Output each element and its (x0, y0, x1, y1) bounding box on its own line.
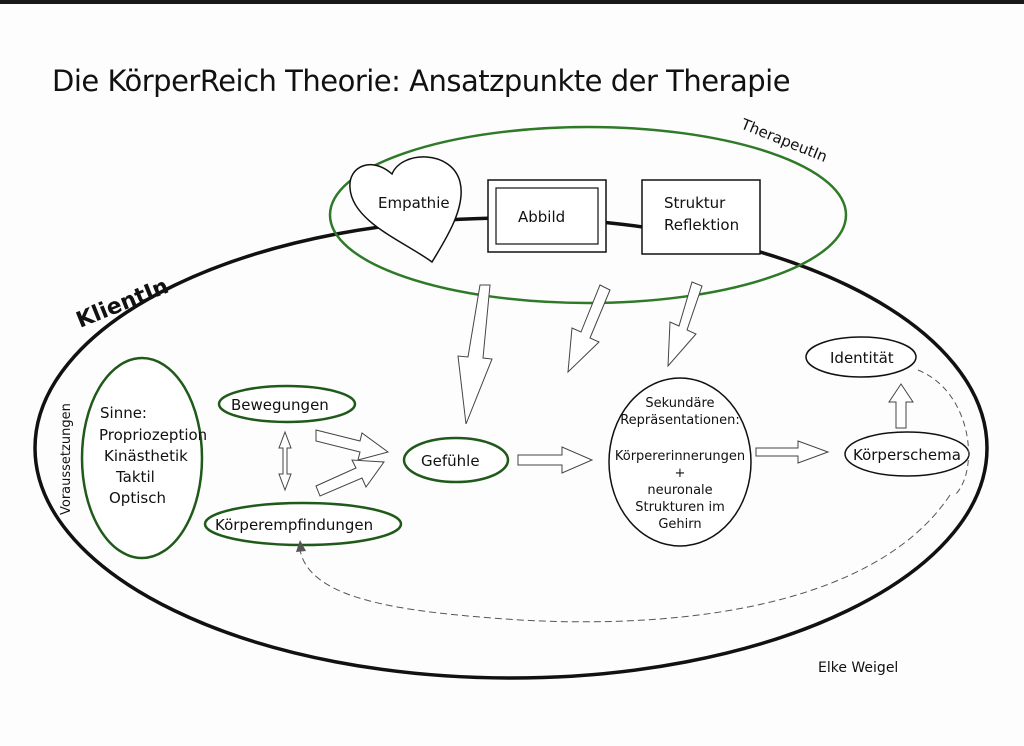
senses-list: Sinne: Propriozeption Kinästhetik Taktil… (99, 404, 207, 507)
arrow-gefuehle-secondary (517, 446, 594, 474)
prerequisites-label: Voraussetzungen (59, 403, 74, 515)
arrow-to-center (567, 284, 611, 374)
bewegungen-label: Bewegungen (231, 396, 329, 414)
abbild-box (487, 179, 607, 253)
arrows-into-gefuehle (315, 429, 390, 497)
secondary-line-2: Repräsentationen: (620, 413, 740, 428)
secondary-representations-node (608, 377, 752, 547)
secondary-line-7: Gehirn (658, 517, 701, 532)
gefuehle-node (402, 436, 510, 484)
double-arrow-bewegungen-koerper (278, 430, 292, 492)
sense-optisch: Optisch (109, 489, 166, 507)
secondary-line-5: neuronale (647, 483, 712, 498)
abbild-label: Abbild (518, 208, 565, 226)
secondary-text: Sekundäre Repräsentationen: Körpererinne… (615, 396, 745, 532)
feedback-curve-to-koerperempfindungen (299, 494, 951, 623)
author-name: Elke Weigel (818, 660, 899, 676)
sense-kinaesthetik: Kinästhetik (104, 447, 188, 465)
client-label: KlientIn (73, 274, 172, 334)
arrow-koerperschema-identitaet (888, 383, 914, 429)
bewegungen-node (217, 384, 357, 424)
secondary-line-4: + (675, 466, 686, 481)
feedback-arrowhead (296, 540, 306, 552)
struktur-reflektion-box (641, 179, 761, 255)
arrow-koerper-gefuehle (315, 459, 385, 497)
secondary-line-3: Körpererinnerungen (615, 449, 745, 464)
struktur-label: Struktur (664, 194, 726, 212)
therapist-ellipse (328, 125, 848, 305)
therapist-arrows (457, 281, 703, 425)
sense-propriozeption: Propriozeption (99, 426, 207, 444)
identitaet-node (805, 336, 917, 378)
secondary-line-6: Strukturen im (635, 500, 725, 515)
secondary-line-1: Sekundäre (645, 396, 714, 411)
diagram-title: Die KörperReich Theorie: Ansatzpunkte de… (52, 64, 791, 98)
heart-icon (349, 156, 462, 264)
abbild-box-inner (495, 187, 599, 245)
senses-ellipse (80, 356, 204, 560)
identitaet-label: Identität (830, 349, 894, 367)
feedback-curve-identitaet (917, 369, 970, 496)
arrow-secondary-koerperschema (755, 440, 830, 464)
top-edge-line (0, 0, 1024, 4)
gefuehle-label: Gefühle (421, 452, 480, 470)
empathie-label: Empathie (378, 194, 450, 212)
koerperempfindungen-label: Körperempfindungen (215, 516, 373, 534)
arrow-to-gefuehle (457, 284, 493, 425)
arrow-to-secondary (667, 281, 703, 368)
koerperempfindungen-node (203, 501, 403, 547)
reflektion-label: Reflektion (664, 216, 739, 234)
arrow-bewegungen-gefuehle (315, 429, 390, 461)
sense-taktil: Taktil (115, 468, 155, 486)
koerperschema-label: Körperschema (853, 446, 961, 464)
senses-heading: Sinne: (100, 404, 147, 422)
